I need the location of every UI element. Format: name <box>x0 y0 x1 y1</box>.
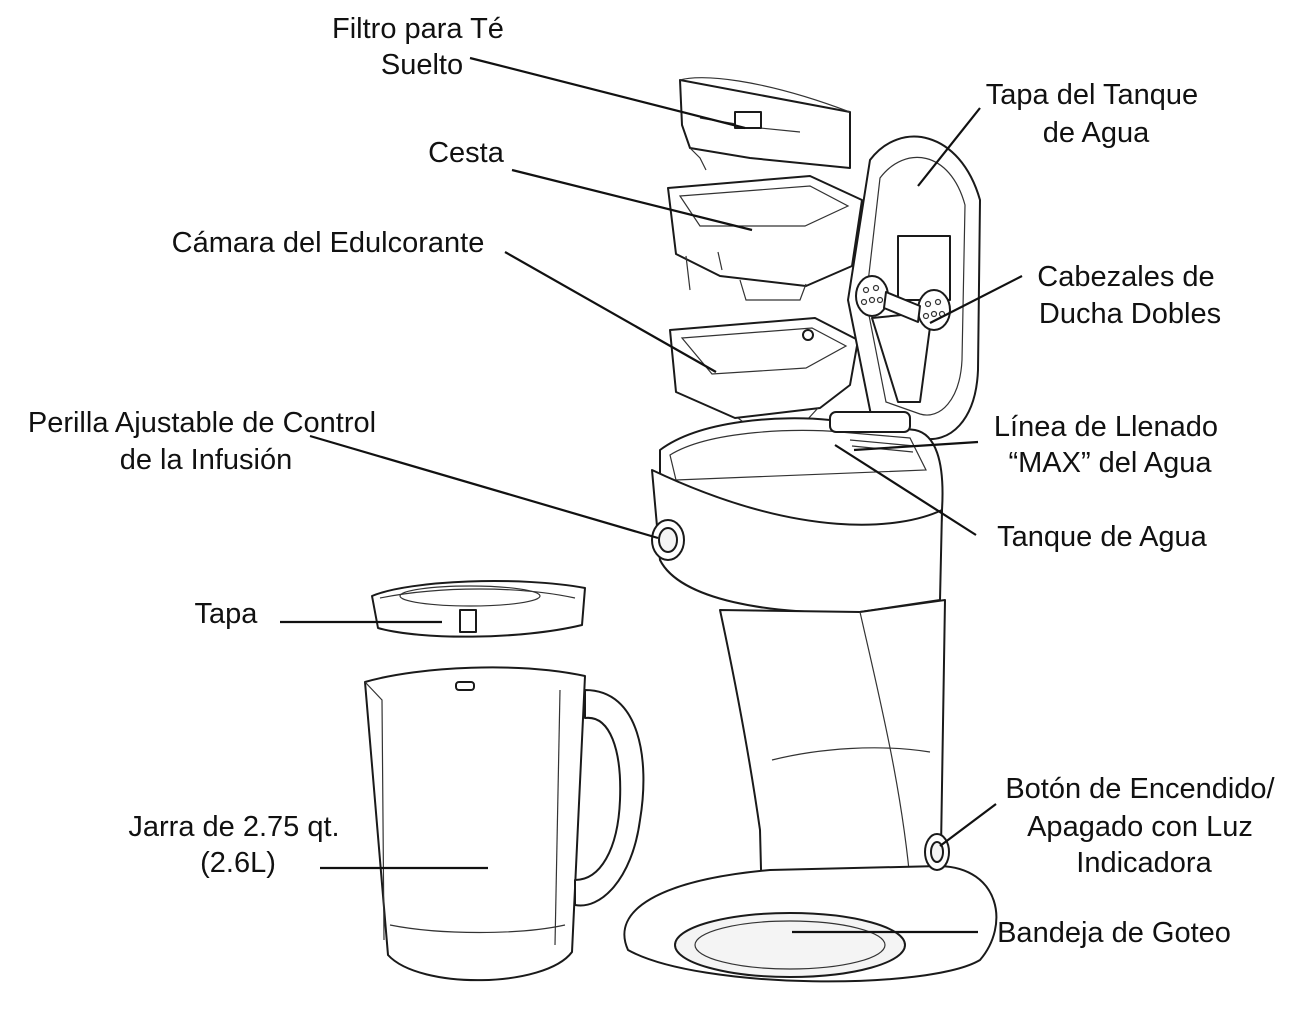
label-pitcher: Jarra de 2.75 qt. (2.6L) <box>128 811 347 879</box>
label-dual-shower-heads: Cabezales de Ducha Dobles <box>1037 261 1222 330</box>
loose-tea-filter-drawing <box>680 78 850 170</box>
label-water-tank: Tanque de Agua <box>997 521 1208 553</box>
label-sweetener-chamber: Cámara del Edulcorante <box>172 227 485 259</box>
label-drip-tray: Bandeja de Goteo <box>997 917 1231 949</box>
tea-maker-base-drawing <box>624 412 996 981</box>
brew-control-knob-drawing <box>652 520 684 560</box>
pitcher-lid-drawing <box>372 581 585 637</box>
leader-power-button <box>940 804 996 846</box>
leader-brew-control-knob <box>310 436 658 538</box>
label-loose-tea-filter: Filtro para Té Suelto <box>332 13 512 81</box>
basket-drawing <box>668 176 862 300</box>
label-water-tank-lid: Tapa del Tanque de Agua <box>986 79 1206 149</box>
leader-sweetener-chamber <box>505 252 716 372</box>
label-max-fill-line: Línea de Llenado “MAX” del Agua <box>994 411 1226 479</box>
label-lid: Tapa <box>195 598 259 630</box>
label-basket: Cesta <box>428 137 505 169</box>
pitcher-drawing <box>365 667 643 980</box>
power-button-drawing <box>925 834 949 870</box>
label-power-button: Botón de Encendido/ Apagado con Luz Indi… <box>1005 773 1282 879</box>
